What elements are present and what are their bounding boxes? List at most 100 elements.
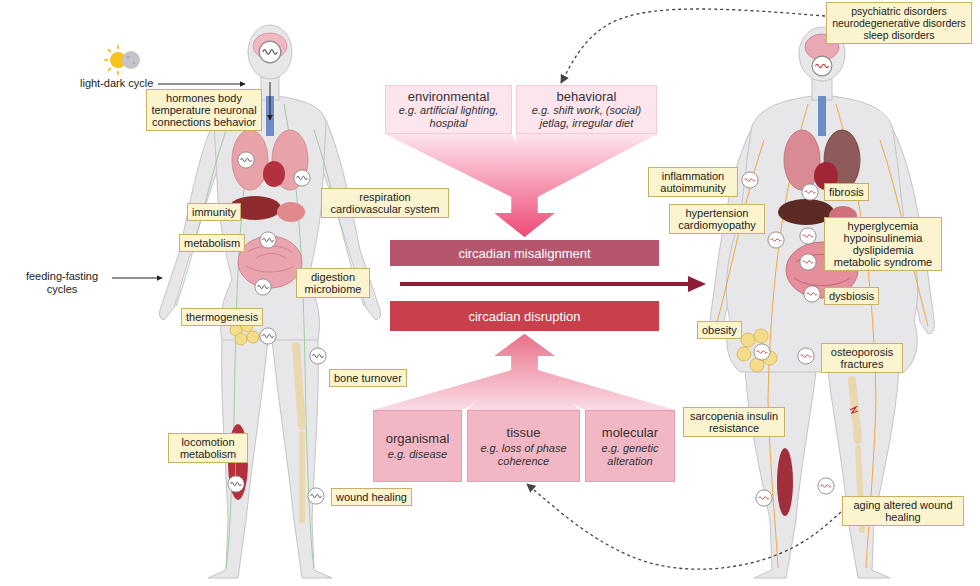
fat-cell [247,331,259,343]
sun-ray [117,45,119,49]
box-text: fibrosis [829,186,864,198]
cue-arrow [112,278,162,279]
body-leg [272,336,332,578]
box-text: metabolism [184,237,240,249]
femur-bone [852,380,858,440]
clock-icon [802,184,818,200]
state-bar: circadian misalignment [390,240,659,266]
clock-icon [756,490,772,506]
clock-icon [259,41,281,63]
clock-icon [800,228,816,244]
clock-icon [255,279,271,295]
clock-icon [238,152,254,168]
box-text: hormones body temperature neuronal conne… [151,92,257,128]
box-text: behavioral [521,89,652,104]
fat-cell [235,333,247,345]
stomach [277,202,305,222]
funnel-arrow [495,134,658,237]
feedback-arrow [561,9,825,83]
box-text: psychiatric disorders neurodegenerative … [831,5,967,41]
cause-box: environmentale.g. artificial lighting, h… [385,85,512,134]
disease-label: fibrosis [824,183,869,201]
box-text: environmental [390,89,507,104]
cue-label: feeding-fasting cycles [16,270,108,296]
clock-icon [228,476,244,492]
box-text: digestion microbiome [301,271,365,295]
sun-ray [108,49,111,52]
transition-arrow [400,282,690,286]
box-text: bone turnover [334,372,402,384]
lung [784,130,820,190]
body-head [248,25,292,79]
box-subtext: e.g. loss of phase coherence [472,442,575,468]
function-label: immunity [187,203,241,221]
fat-cell [737,347,751,361]
box-text: molecular [590,425,670,440]
fat-cell [754,329,768,343]
box-text: immunity [192,206,236,218]
box-text: thermogenesis [186,311,258,323]
sun-ray [117,71,119,75]
box-subtext: e.g. disease [378,448,457,461]
function-label: bone turnover [329,369,407,387]
box-subtext: e.g. shift work, (social) jetlag, irregu… [521,104,652,130]
function-label: wound healing [331,488,412,506]
feedback-arrow [527,484,841,569]
clock-icon [800,254,816,270]
body-leg [745,368,816,578]
box-text: obesity [702,324,737,336]
function-label: thermogenesis [181,308,263,326]
cause-box: moleculare.g. genetic alteration [585,410,675,482]
disease-label: hypertension cardiomyopathy [669,204,765,234]
funnel-arrow [495,334,676,410]
box-text: tissue [472,425,575,440]
box-text: inflammation autoimmunity [653,170,733,194]
box-text: respiration cardiovascular system [326,191,444,215]
clock-icon [818,478,834,494]
heart [263,161,285,187]
signal-arrow [270,82,271,120]
clock-icon [812,56,832,76]
disease-label: hyperglycemia hypoinsulinemia dyslipidem… [824,217,942,271]
clock-icon [754,344,770,360]
disease-label: sarcopenia insulin resistance [683,407,785,437]
box-text: hyperglycemia hypoinsulinemia dyslipidem… [829,220,937,268]
box-text: sarcopenia insulin resistance [688,410,780,434]
box-text: wound healing [336,491,407,503]
function-label: locomotion metabolism [168,433,248,463]
function-label: respiration cardiovascular system [321,188,449,218]
disease-label: obesity [697,321,742,339]
clock-icon [742,172,758,188]
clock-icon [260,328,276,344]
box-text: dysbiosis [829,290,874,302]
function-label: digestion microbiome [296,268,370,298]
cause-box: tissue e.g. loss of phase coherence [467,410,580,482]
clock-icon [310,348,326,364]
moon [122,51,140,69]
box-text: organismal [378,431,457,446]
femur-bone [296,346,302,426]
sun-ray [104,59,108,61]
body-leg [828,368,899,578]
disease-label: inflammation autoimmunity [648,167,738,197]
cause-box: organismal e.g. disease [373,410,462,482]
disease-label: dysbiosis [824,287,879,305]
sun-moon-icon [104,45,140,75]
box-text: hypertension cardiomyopathy [674,207,760,231]
bone-fracture [850,407,858,413]
transition-arrow-head [688,276,706,292]
box-text: circadian disruption [396,309,653,324]
state-bar: circadian disruption [390,301,659,331]
clock-icon [308,488,324,504]
box-text: osteoporosis fractures [826,346,898,370]
clock-icon [260,232,276,248]
clock-icon [294,170,310,186]
disease-label: osteoporosis fractures [821,343,903,373]
disease-label: psychiatric disorders neurodegenerative … [826,2,972,44]
leg-muscle [777,448,793,516]
clock-icon [798,348,814,364]
box-text: locomotion metabolism [173,436,243,460]
moon-crater [126,55,129,58]
fat-cell [741,333,755,347]
box-text: aging altered wound healing [847,499,959,523]
